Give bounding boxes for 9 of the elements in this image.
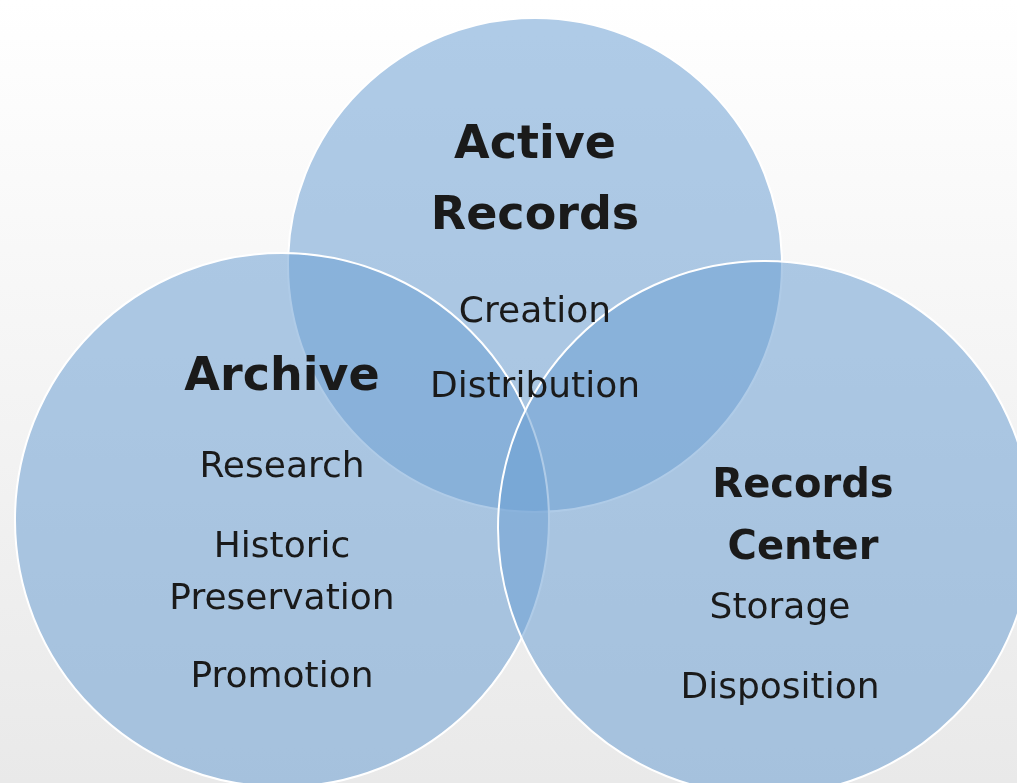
circle-heading: Records Center <box>711 459 895 570</box>
item-label: Historic Preservation <box>168 523 396 620</box>
circle-heading: Active Records <box>429 114 641 243</box>
circle-heading: Archive <box>184 346 380 403</box>
item-label: Disposition <box>680 664 880 708</box>
item-label: Promotion <box>190 653 374 697</box>
item-label: Creation <box>458 288 612 332</box>
item-label: Research <box>199 443 365 487</box>
item-label: Storage <box>709 584 851 628</box>
